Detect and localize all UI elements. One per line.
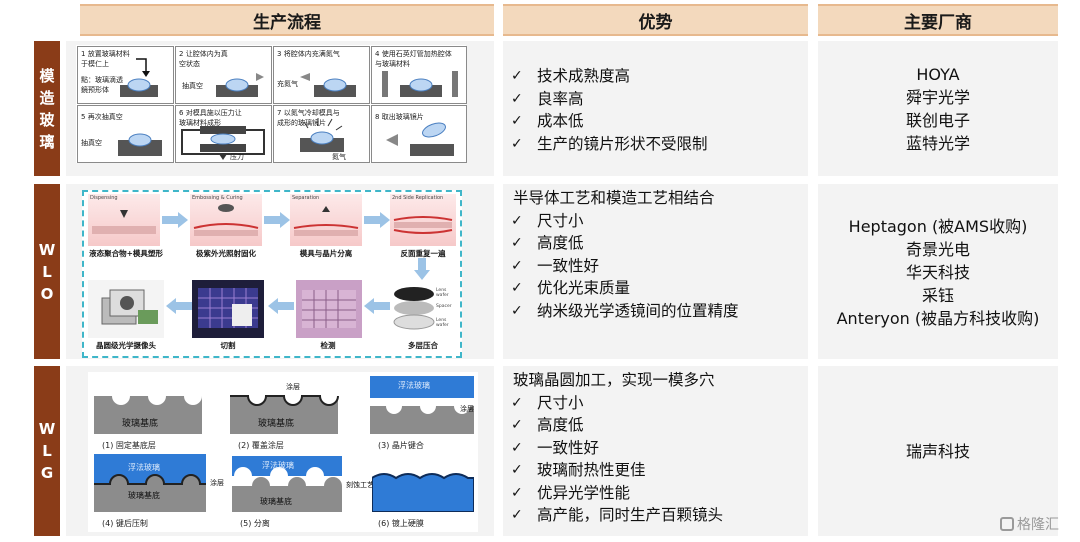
advantage-item: ✓生产的镜片形状不受限制: [511, 134, 708, 153]
mg-step-8-figure: [386, 122, 454, 156]
mg-step-1-figure: [120, 58, 158, 97]
mg-step-7-figure: [300, 118, 344, 152]
wlg-step-4-figure: [94, 454, 206, 512]
mg-step-6-figure: [181, 126, 265, 160]
header-vendors: 主要厂商: [818, 4, 1058, 36]
vendor-name: 采钰: [921, 286, 954, 305]
vendor-name: 奇景光电: [905, 240, 970, 259]
vendor-name: Heptagon (被AMS收购): [848, 217, 1028, 236]
mg-step-6: 6 对模具施以压力让 玻璃材料成形 压力: [175, 105, 272, 163]
mg-step-3: 3 将腔体内充满氮气 充氮气: [273, 46, 370, 104]
advantage-item: ✓良率高: [511, 89, 584, 108]
advantage-item: ✓一致性好: [511, 438, 600, 457]
wlo-diagram: Dispensing Embossing & Curing Separation…: [82, 190, 462, 358]
advantages-molded-glass: ✓技术成熟度高 ✓良率高 ✓成本低 ✓生产的镜片形状不受限制: [503, 41, 808, 176]
wlo-dispensing-figure: [92, 210, 156, 234]
row-label-wlg: W L G: [34, 366, 60, 536]
mg-step-2: 2 让腔体内为真 空状态 抽真空: [175, 46, 272, 104]
wlo-arrow-1: [162, 212, 188, 228]
vendors-molded-glass: HOYA 舜宇光学 联创电子 蓝特光学: [818, 41, 1058, 176]
wlo-bottom-step-2: [192, 280, 264, 338]
advantage-item: ✓优化光束质量: [511, 279, 631, 297]
vendors-wlo: Heptagon (被AMS收购) 奇景光电 华天科技 采钰 Anteryon …: [818, 184, 1058, 359]
advantage-item: ✓高产能，同时生产百颗镜头: [511, 506, 724, 524]
wlo-bottom-step-1: [88, 280, 164, 338]
wlo-dicing-figure: [198, 288, 258, 328]
wlo-arrow-6: [364, 298, 390, 314]
mg-step-7: 7 以氮气冷却模具与 成形的玻璃镜片 氮气: [273, 105, 370, 163]
mg-step-8: 8 取出玻璃镜片: [371, 105, 467, 163]
wlo-curing-figure: [193, 204, 259, 236]
advantages-wlg: 玻璃晶圆加工，实现一模多穴 ✓尺寸小 ✓高度低 ✓一致性好 ✓玻璃耐热性更佳 ✓…: [503, 366, 808, 536]
mg-step-3-figure: [300, 73, 356, 97]
advantage-item: ✓尺寸小: [511, 393, 584, 412]
wlo-arrow-5: [268, 298, 294, 314]
advantage-item: ✓尺寸小: [511, 211, 584, 230]
wlg-step-5-figure: [232, 456, 342, 512]
wlo-bottom-step-3: [296, 280, 362, 338]
mg-step-1: 1 放置玻璃材料 于模仁上 點：玻璃滴透 鏡预形体: [77, 46, 174, 104]
vendor-name: Anteryon (被晶方科技收购): [836, 309, 1040, 328]
wlo-camera-module-figure: [101, 289, 158, 325]
vendor-name: 蓝特光学: [905, 134, 970, 153]
wlg-step-3-figure: [370, 376, 474, 434]
wlo-arrow-down: [414, 258, 430, 280]
advantage-item: ✓一致性好: [511, 256, 600, 275]
row-label-molded-glass: 模 造 玻 璃: [34, 41, 60, 176]
wlg-step-2-figure: [230, 395, 339, 434]
wlo-arrow-4: [166, 298, 192, 314]
header-process: 生产流程: [80, 4, 494, 36]
vendor-name: 舜宇光学: [905, 88, 970, 107]
vendor-name: 联创电子: [905, 111, 970, 130]
watermark: 格隆汇: [1000, 514, 1059, 534]
advantage-item: ✓玻璃耐热性更佳: [511, 461, 646, 479]
wlg-step-1-figure: [94, 396, 202, 434]
wlo-top-step-3: Separation: [290, 194, 362, 246]
advantage-item: ✓纳米级光学透镜间的位置精度: [511, 301, 739, 320]
watermark-logo-icon: [1000, 517, 1014, 531]
wlo-arrow-3: [364, 212, 390, 228]
advantage-item: ✓高度低: [511, 234, 584, 252]
advantage-heading: 玻璃晶圆加工，实现一模多穴: [513, 371, 715, 389]
advantage-item: ✓优异光学性能: [511, 483, 631, 502]
vendor-name: HOYA: [916, 65, 960, 84]
advantage-heading: 半导体工艺和模造工艺相结合: [513, 189, 715, 207]
vendor-name: 华天科技: [905, 263, 970, 282]
wlo-inspection-figure: [302, 290, 356, 328]
wlo-bottom-step-4: Lens wafer Spacer Lens wafer: [390, 280, 456, 338]
wlo-top-step-1: Dispensing: [88, 194, 160, 246]
wlo-top-step-2: Embossing & Curing: [190, 194, 262, 246]
advantages-wlo: 半导体工艺和模造工艺相结合 ✓尺寸小 ✓高度低 ✓一致性好 ✓优化光束质量 ✓纳…: [503, 184, 808, 359]
mg-step-5: 5 再次抽真空 抽真空: [77, 105, 174, 163]
advantage-item: ✓高度低: [511, 416, 584, 434]
wlo-top-step-4: 2nd Side Replication: [390, 194, 456, 246]
vendors-wlg: 瑞声科技: [818, 366, 1058, 536]
mg-step-4-figure: [382, 71, 458, 97]
mg-step-5-figure: [118, 133, 162, 156]
mg-step-4: 4 使用石英灯管加热腔体 与玻璃材料: [371, 46, 467, 104]
wlg-step-6-figure: [372, 473, 474, 512]
advantage-item: ✓技术成熟度高: [511, 67, 631, 85]
wlo-stacking-figure: [393, 287, 435, 330]
wlg-diagram: 玻璃基底 (1) 固定基底层 玻璃基底 涂层 (2) 覆盖涂层 浮法玻璃 涂层 …: [88, 372, 478, 532]
wlo-replication-figure: [393, 216, 453, 234]
mg-step-2-figure: [216, 73, 264, 97]
advantage-item: ✓成本低: [511, 112, 584, 130]
row-label-wlo: W L O: [34, 184, 60, 359]
vendor-name: 瑞声科技: [905, 441, 970, 461]
header-advantages: 优势: [503, 4, 808, 36]
wlo-arrow-2: [264, 212, 290, 228]
wlo-separation-figure: [293, 206, 359, 236]
